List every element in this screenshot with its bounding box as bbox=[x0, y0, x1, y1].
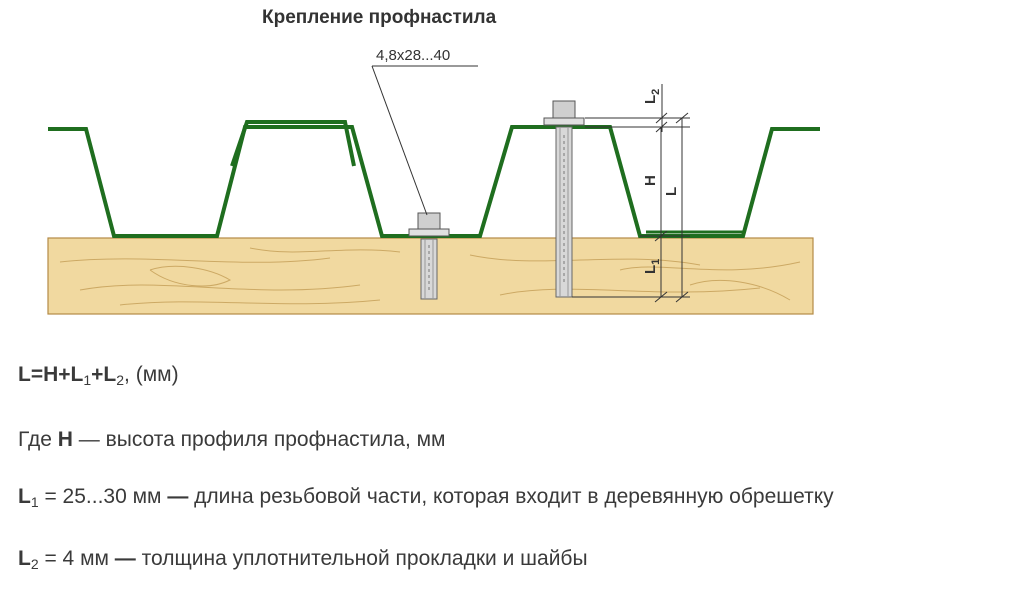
screw-spec-callout: 4,8x28...40 bbox=[371, 47, 478, 216]
dim-label-l2: L2 bbox=[642, 89, 662, 104]
definition-l1-sub: 1 bbox=[30, 494, 39, 510]
dim-label-l1: L1 bbox=[642, 259, 662, 274]
definition-h-prefix: Где bbox=[18, 428, 58, 451]
definition-l2-symbol: L bbox=[18, 547, 31, 570]
formula-sub2: 2 bbox=[116, 372, 125, 388]
fastening-diagram: Крепление профнастила bbox=[47, 7, 820, 315]
definition-l1-value: = 25...30 мм bbox=[38, 485, 168, 508]
formula-sub1: 1 bbox=[83, 372, 92, 388]
dimension-lines bbox=[572, 84, 690, 303]
definition-h: Где H — высота профиля профнастила, мм bbox=[18, 428, 445, 452]
definition-l1-symbol: L bbox=[18, 485, 31, 508]
diagram-title: Крепление профнастила bbox=[262, 7, 497, 28]
dim-label-h: H bbox=[642, 175, 659, 186]
dim-label-l: L bbox=[663, 187, 680, 196]
screw-spec-label: 4,8x28...40 bbox=[376, 47, 450, 64]
definition-l2: L2 = 4 мм — толщина уплотнительной прокл… bbox=[18, 547, 588, 571]
definition-l2-dash: — bbox=[114, 547, 136, 570]
screw-crest bbox=[543, 100, 585, 298]
definition-l2-sub: 2 bbox=[30, 556, 39, 572]
definition-l1-text: длина резьбовой части, которая входит в … bbox=[188, 485, 834, 508]
screw-valley bbox=[408, 212, 450, 300]
definition-l2-text: толщина уплотнительной прокладки и шайбы bbox=[135, 547, 588, 570]
definition-h-symbol: H bbox=[57, 428, 73, 451]
definition-l1: L1 = 25...30 мм — длина резьбовой части,… bbox=[18, 485, 834, 509]
formula-unit: , (мм) bbox=[124, 363, 179, 386]
formula-eq: =H+L bbox=[30, 363, 84, 386]
definition-h-text: — высота профиля профнастила, мм bbox=[72, 428, 446, 451]
definition-l2-value: = 4 мм bbox=[38, 547, 115, 570]
formula-plus: +L bbox=[91, 363, 117, 386]
length-formula: L=H+L1+L2, (мм) bbox=[18, 363, 179, 387]
formula-l: L bbox=[18, 363, 31, 386]
definition-l1-dash: — bbox=[167, 485, 189, 508]
